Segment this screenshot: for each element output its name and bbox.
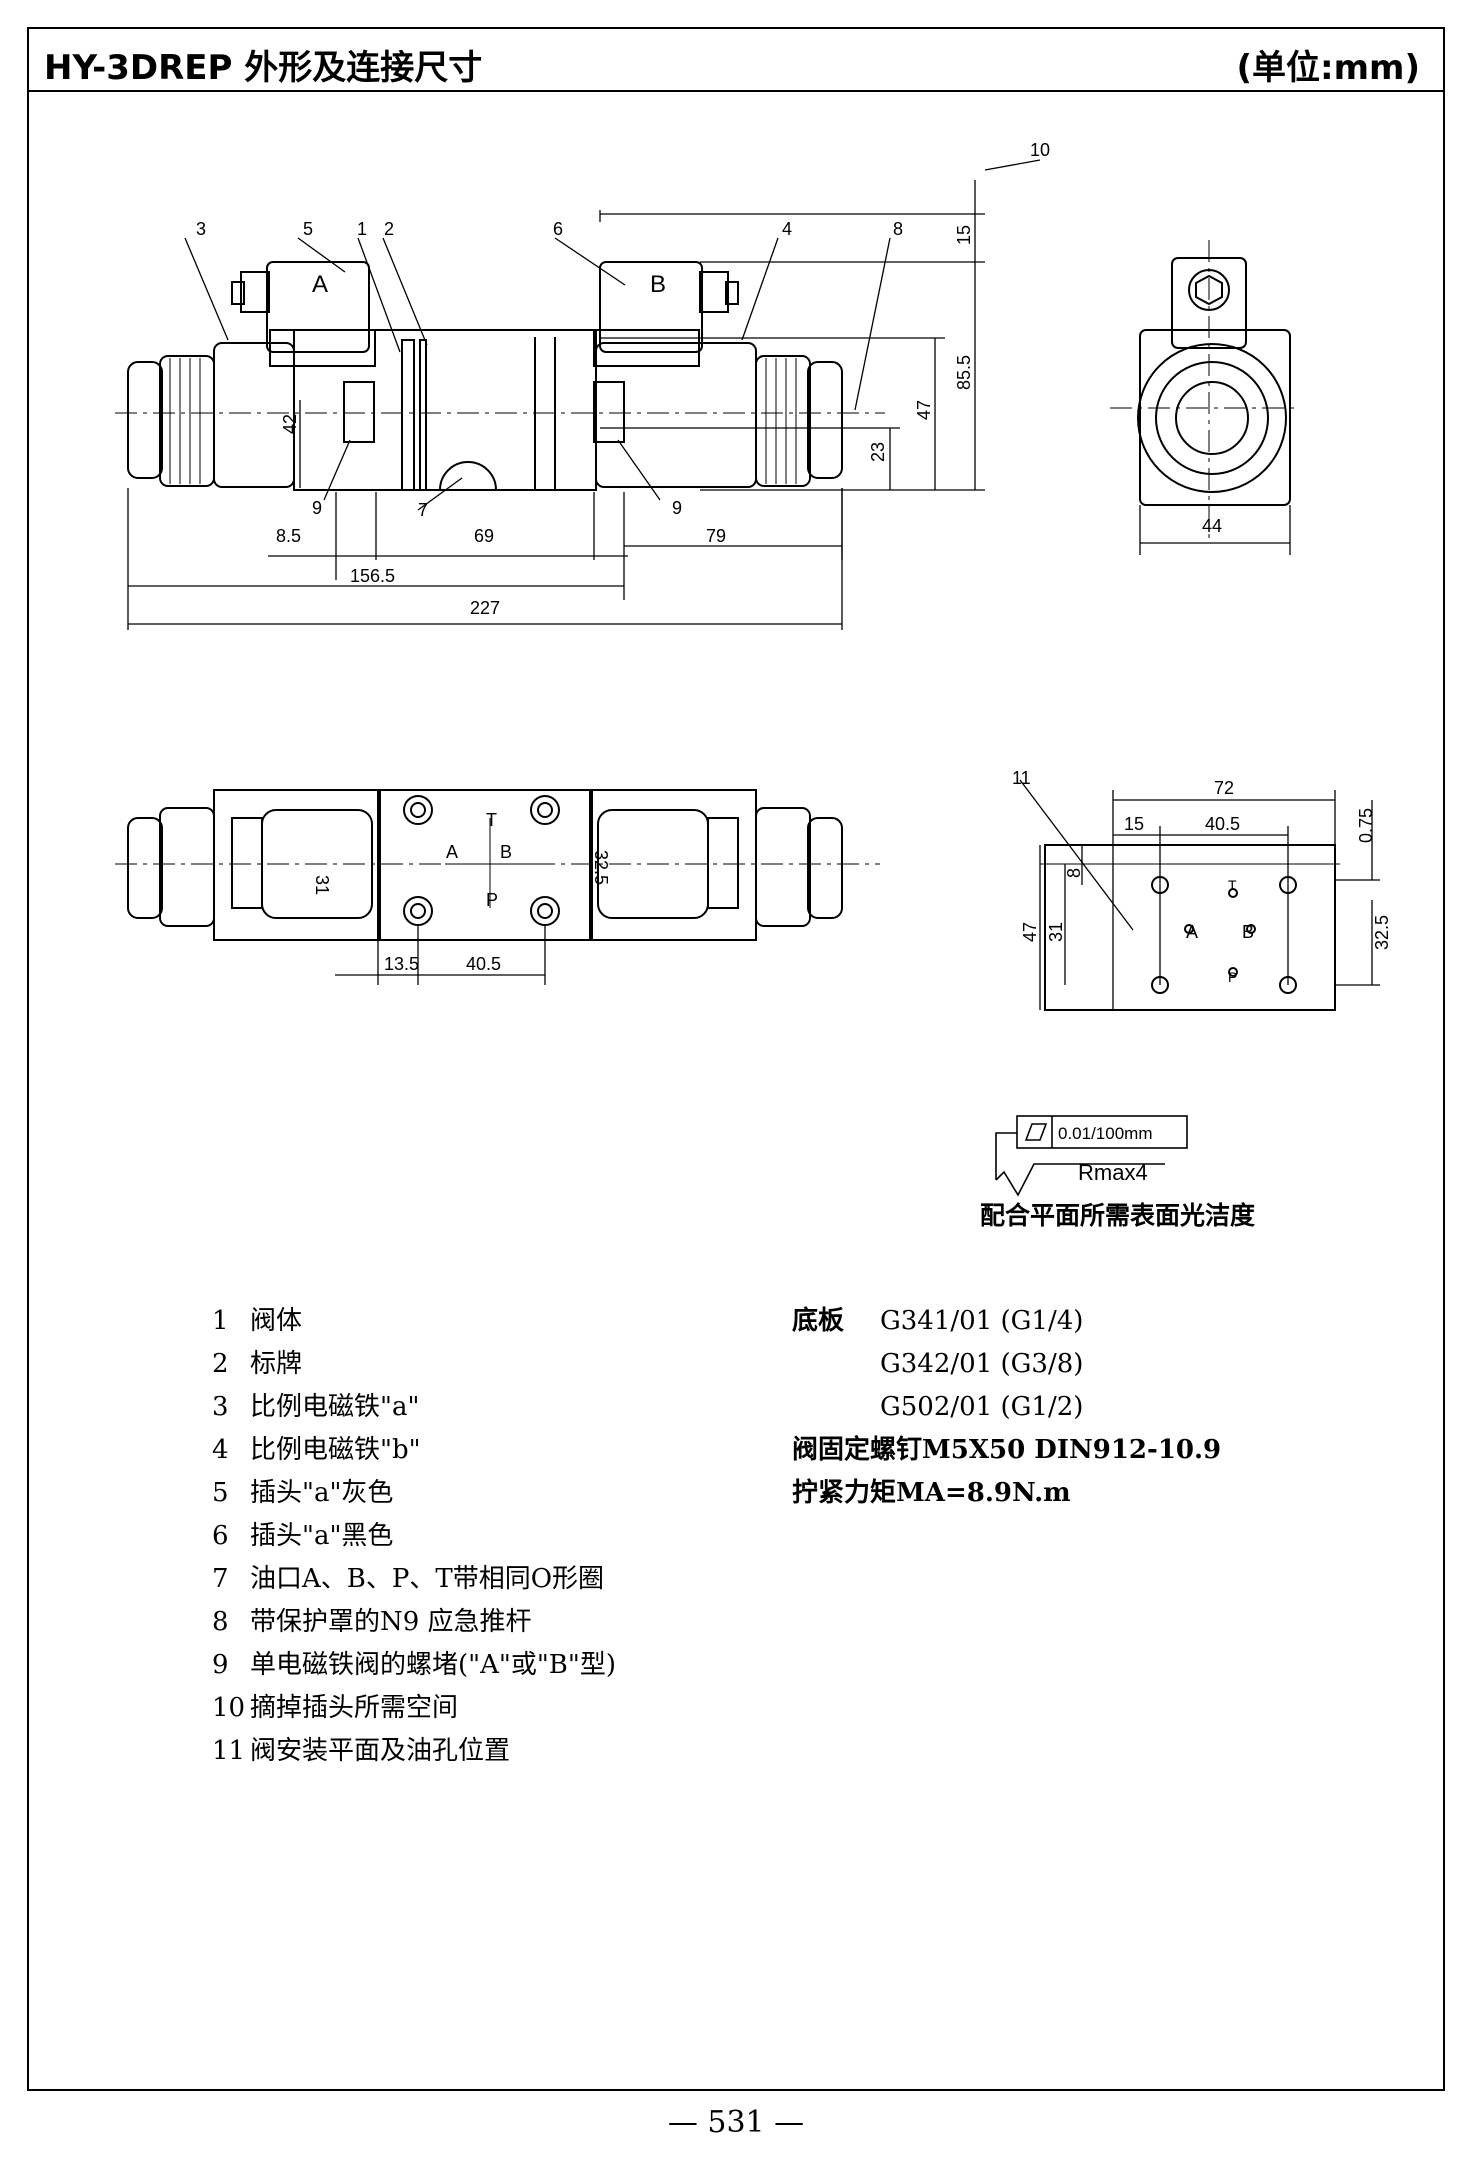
flatness-value: 0.01/100mm: [1058, 1124, 1153, 1143]
callout-1: 1: [357, 219, 367, 239]
face-port-t: T: [1228, 877, 1237, 893]
dim-227: 227: [470, 598, 500, 618]
dim-31-top: 31: [312, 875, 332, 895]
callout-11: 11: [1012, 768, 1031, 788]
unit-label: (单位:mm): [1236, 48, 1420, 88]
dim-72: 72: [1214, 778, 1234, 798]
dim-23: 23: [868, 442, 888, 462]
callout-10: 10: [1030, 140, 1050, 160]
base-option: G502/01 (G1/2): [880, 1392, 1084, 1422]
callout-9-right: 9: [672, 498, 682, 518]
dim-85-5: 85.5: [954, 355, 974, 390]
header-rule: [27, 90, 1445, 92]
callout-8: 8: [893, 219, 903, 239]
base-row: G342/01 (G3/8): [792, 1343, 1221, 1386]
dim-15-face: 15: [1124, 814, 1144, 834]
side-view: [115, 159, 1041, 630]
callout-3: 3: [196, 219, 206, 239]
dim-8-face: 8: [1064, 868, 1084, 878]
dim-44: 44: [1202, 516, 1222, 536]
dim-15: 15: [954, 225, 974, 245]
dim-47-face: 47: [1020, 922, 1040, 942]
dim-42: 42: [280, 414, 300, 434]
end-view: [1110, 240, 1300, 555]
callout-9-left: 9: [312, 498, 322, 518]
face-port-a: A: [1186, 922, 1198, 942]
callout-4: 4: [782, 219, 792, 239]
base-label: 底板: [792, 1306, 845, 1336]
dim-32-5-top: 32.5: [591, 850, 611, 885]
dim-40-5-face: 40.5: [1205, 814, 1240, 834]
base-row: 底板 G341/01 (G1/4): [792, 1300, 1221, 1343]
mounting-face: [1019, 779, 1380, 1011]
dim-0-75: 0.75: [1356, 808, 1376, 843]
face-port-b: B: [1242, 922, 1254, 942]
port-b: B: [500, 842, 512, 862]
page-number: — 531 —: [667, 2105, 805, 2140]
dim-31-face: 31: [1046, 922, 1066, 942]
callout-6: 6: [553, 219, 563, 239]
dim-156-5: 156.5: [350, 566, 395, 586]
dim-32-5-face: 32.5: [1372, 915, 1392, 950]
screw-spec: 阀固定螺钉M5X50 DIN912-10.9: [792, 1435, 1222, 1465]
callout-2: 2: [384, 219, 394, 239]
port-p: P: [486, 890, 498, 910]
page-title: HY-3DREP 外形及连接尺寸: [44, 48, 483, 88]
surface-symbol: [995, 1115, 1188, 1197]
specs-block: 底板 G341/01 (G1/4) G342/01 (G3/8) G502/01 …: [792, 1300, 1221, 1515]
callout-7: 7: [418, 500, 428, 520]
port-t: T: [486, 810, 497, 830]
callout-5: 5: [303, 219, 313, 239]
base-option: G342/01 (G3/8): [880, 1349, 1084, 1379]
roughness-value: Rmax4: [1078, 1160, 1148, 1185]
dim-40-5-top: 40.5: [466, 954, 501, 974]
top-view: [115, 789, 880, 985]
connector-letter-b: B: [650, 271, 666, 298]
dim-47: 47: [914, 400, 934, 420]
surface-caption: 配合平面所需表面光洁度: [980, 1201, 1256, 1230]
dim-69: 69: [474, 526, 494, 546]
dim-79: 79: [706, 526, 726, 546]
torque-spec: 拧紧力矩MA=8.9N.m: [792, 1478, 1071, 1508]
port-a: A: [446, 842, 458, 862]
base-row: G502/01 (G1/2): [792, 1386, 1221, 1429]
face-port-p: P: [1228, 969, 1237, 985]
page-frame: [27, 27, 1445, 2091]
connector-letter-a: A: [312, 271, 328, 298]
dim-13-5: 13.5: [384, 954, 419, 974]
dim-8-5: 8.5: [276, 526, 301, 546]
base-option: G341/01 (G1/4): [880, 1306, 1084, 1336]
